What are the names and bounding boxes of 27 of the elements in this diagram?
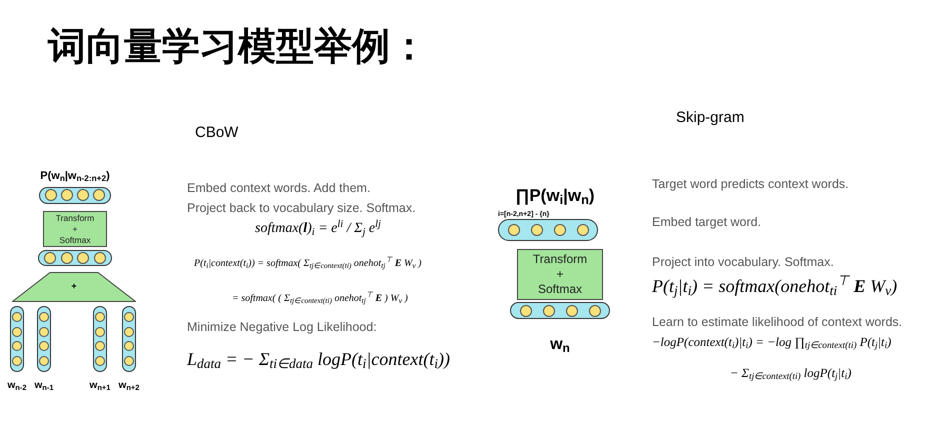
input-label: w$_{n+1}$ — [90, 379, 110, 393]
transform-label: Transform + Softmax — [532, 252, 588, 297]
model-heading: Skip-gram — [676, 108, 744, 128]
transform-label: Transform + Softmax — [54, 212, 96, 246]
formula: L$_{data}$ = − Σ$_{ti∈data}$ logP(t$_{i}$|context(t$_{i}$)) — [187, 348, 450, 373]
description-text: Project into vocabulary. Softmax. — [652, 254, 834, 271]
description-text: Embed context words. Add them. — [187, 180, 370, 197]
formula: softmax(l)$_{i}$ = e$^{li}$ / Σ$_{j}$ e$^{lj}$ — [255, 218, 381, 239]
formula: − Σ$_{tj∈context(ti)}$ logP(t$_{j}$|t$_{i}$) — [730, 365, 852, 383]
description-text: Learn to estimate likelihood of context words. — [652, 314, 902, 331]
input-label: w$_{n+2}$ — [118, 379, 140, 393]
description-text: Project back to vocabulary size. Softmax. — [187, 200, 416, 217]
formula: = softmax( ( Σ$_{tj∈context(ti)}$ onehot$_{tj}$$^{⊤}$ E ) W$_{v}$ ) — [232, 291, 408, 306]
formula: P(t$_{i}$|context(t$_{i}$)) = softmax( Σ$_{tj∈context(ti)}$ onehot$_{tj}$$^{⊤}$ E W$_{v}$ ) — [194, 256, 422, 271]
output-label: P(w$_{n}$|w$_{n-2:n+2}$) — [40, 169, 110, 184]
sum-label: + — [71, 280, 77, 294]
title: 词向量学习模型举例： — [48, 23, 428, 70]
formula: P(t$_{j}$|t$_{i}$) = softmax(onehot$_{ti}$$^{⊤}$ E W$_{v}$) — [652, 273, 898, 300]
input-label: w$_{n}$ — [550, 335, 570, 357]
formula: −logP(context(t$_{i}$)|t$_{i}$) = −log ∏$_{tj∈context(ti)}$ P(t$_{j}$|t$_{i}$) — [652, 334, 892, 352]
input-label: w$_{n-1}$ — [34, 379, 54, 393]
description-text: Target word predicts context words. — [652, 176, 849, 193]
description-text: Embed target word. — [652, 214, 762, 231]
model-heading: CBoW — [195, 123, 238, 143]
output-label: ∏P(w$_{i}$|w$_{n}$) — [515, 185, 595, 208]
input-label: w$_{n-2}$ — [7, 379, 27, 393]
description-text: Minimize Negative Log Likelihood: — [187, 319, 377, 336]
